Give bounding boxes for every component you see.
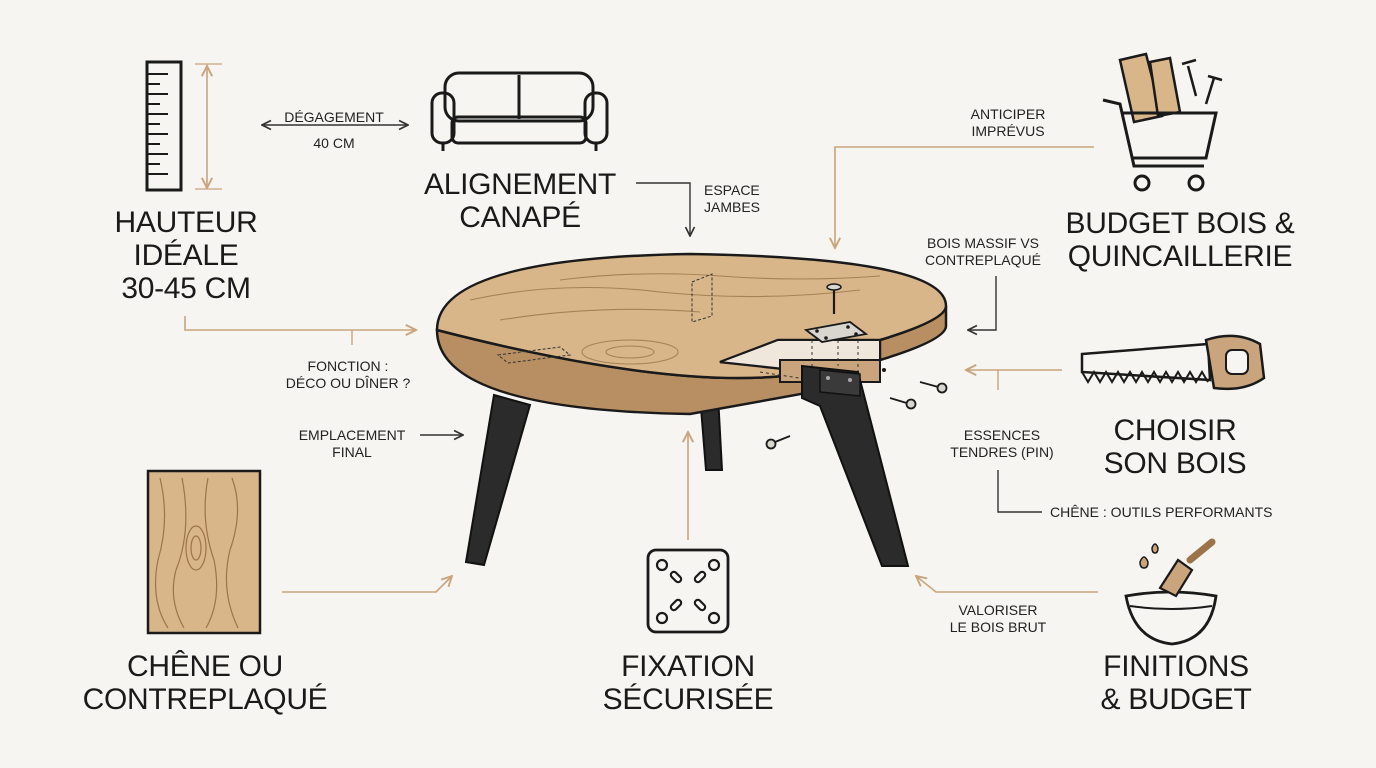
title-choisir: CHOISIR SON BOIS — [1103, 414, 1247, 480]
chene-connector — [282, 576, 452, 593]
title-canape: ALIGNEMENT CANAPÉ — [423, 168, 617, 234]
label-degagement: DÉGAGEMENT 40 CM — [284, 109, 384, 151]
hand-saw-icon — [1080, 334, 1266, 391]
espace-connector — [636, 182, 690, 236]
title-budget: BUDGET BOIS & QUINCAILLERIE — [1065, 207, 1295, 273]
label-anticiper: ANTICIPER IMPRÉVUS — [970, 106, 1046, 139]
label-fonction: FONCTION : DÉCO OU DÎNER ? — [285, 358, 411, 391]
title-fixation: FIXATION SÉCURISÉE — [602, 650, 774, 716]
anticiper-connector — [835, 146, 1094, 248]
title-chene: CHÊNE OU CONTREPLAQUÉ — [82, 650, 328, 716]
label-essences: ESSENCES TENDRES (PIN) — [950, 427, 1054, 460]
hauteur-connector — [184, 316, 416, 330]
label-valoriser: VALORISER LE BOIS BRUT — [949, 602, 1047, 635]
bois-massif-connector — [968, 276, 997, 330]
shopping-cart-icon — [1102, 52, 1223, 192]
title-hauteur: HAUTEUR IDÉALE 30-45 CM — [114, 206, 258, 305]
label-chene-outils: CHÊNE : OUTILS PERFORMANTS — [1050, 504, 1273, 520]
sofa-icon — [430, 71, 609, 151]
wood-panel-icon — [146, 469, 262, 635]
mounting-plate-icon — [646, 548, 730, 634]
label-emplacement: EMPLACEMENT FINAL — [298, 427, 406, 460]
coffee-table-illustration — [435, 252, 948, 567]
paint-bowl-icon — [1124, 538, 1218, 646]
label-bois-massif: BOIS MASSIF VS CONTREPLAQUÉ — [925, 235, 1041, 268]
finitions-connector — [916, 576, 1098, 593]
ruler-icon — [145, 60, 222, 192]
title-finitions: FINITIONS & BUDGET — [1100, 650, 1252, 716]
label-espace: ESPACE JAMBES — [704, 182, 761, 215]
